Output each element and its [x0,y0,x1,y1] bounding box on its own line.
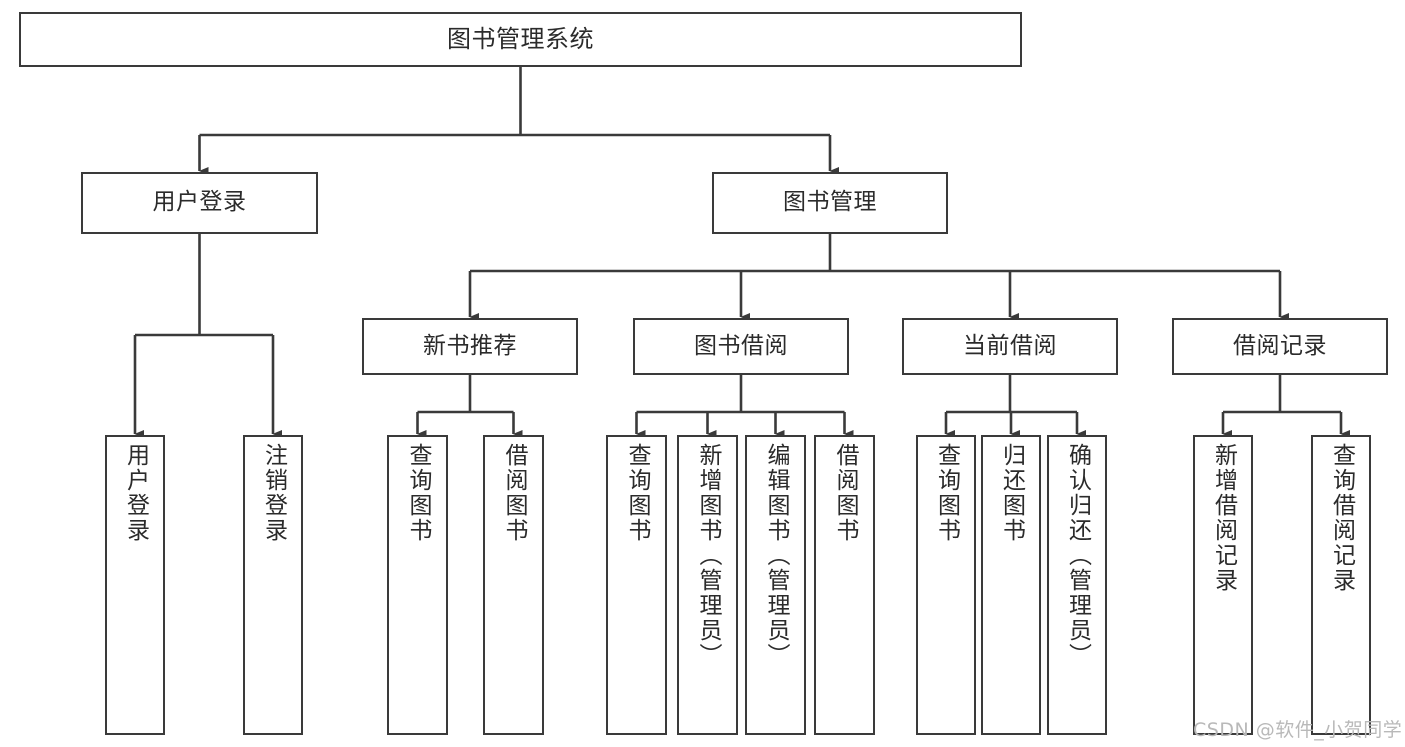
node-label-leaf-add-book-admin: 新增图书（管理员） [695,443,721,668]
node-label-leaf-query-borrow-record: 查询借阅记录 [1328,443,1355,593]
node-leaf-query-borrow-record: 查询借阅记录 [1311,435,1371,735]
node-label-leaf-user-logout: 注销登录 [260,443,287,543]
node-new-book-rec: 新书推荐 [362,318,578,375]
node-leaf-rec-borrow-book: 借阅图书 [483,435,544,735]
node-label-leaf-borrow-query-book: 查询图书 [624,443,650,543]
node-label-borrow-record: 借阅记录 [1233,332,1327,359]
node-label-leaf-user-login: 用户登录 [122,443,149,543]
node-label-leaf-edit-book-admin: 编辑图书（管理员） [763,443,789,668]
node-label-leaf-rec-query-book: 查询图书 [405,443,431,543]
node-leaf-edit-book-admin: 编辑图书（管理员） [745,435,806,735]
node-leaf-return-book: 归还图书 [981,435,1041,735]
node-borrow-record: 借阅记录 [1172,318,1388,375]
node-label-root: 图书管理系统 [447,25,594,54]
node-leaf-user-logout: 注销登录 [243,435,303,735]
node-leaf-cur-query-book: 查询图书 [916,435,976,735]
node-label-leaf-cur-query-book: 查询图书 [933,443,960,543]
node-leaf-add-book-admin: 新增图书（管理员） [677,435,738,735]
node-leaf-user-login: 用户登录 [105,435,165,735]
node-book-borrow: 图书借阅 [633,318,849,375]
node-label-user-login: 用户登录 [152,189,247,216]
node-label-leaf-return-book: 归还图书 [998,443,1025,543]
node-label-leaf-borrow-book: 借阅图书 [832,443,858,543]
node-label-book-manage: 图书管理 [783,189,877,216]
node-book-manage: 图书管理 [712,172,948,234]
node-label-leaf-rec-borrow-book: 借阅图书 [501,443,527,543]
node-leaf-rec-query-book: 查询图书 [387,435,448,735]
node-root: 图书管理系统 [19,12,1022,67]
node-label-leaf-add-borrow-record: 新增借阅记录 [1210,443,1237,593]
edge-layer [133,67,1351,439]
node-label-current-borrow: 当前借阅 [963,332,1057,359]
node-label-new-book-rec: 新书推荐 [423,332,517,359]
node-leaf-borrow-query-book: 查询图书 [606,435,667,735]
node-label-book-borrow: 图书借阅 [694,332,788,359]
node-leaf-add-borrow-record: 新增借阅记录 [1193,435,1253,735]
node-user-login: 用户登录 [81,172,318,234]
node-current-borrow: 当前借阅 [902,318,1118,375]
node-leaf-confirm-return-admin: 确认归还（管理员） [1047,435,1107,735]
node-label-leaf-confirm-return-admin: 确认归还（管理员） [1064,443,1091,668]
node-leaf-borrow-book: 借阅图书 [814,435,875,735]
